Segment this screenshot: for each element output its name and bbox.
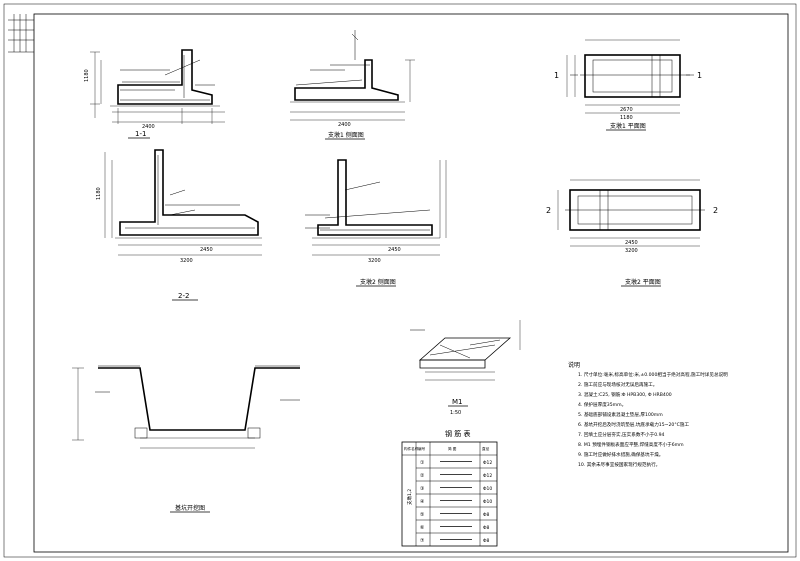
side1-dim-width: 2400 (338, 122, 351, 128)
table-cell-no: ⑤ (420, 512, 424, 518)
notes-heading: 说明 (568, 361, 580, 369)
table-cell-dia: Φ10 (483, 499, 492, 505)
table-header-dia: 直径 (482, 446, 490, 451)
sheet-outer-border (3, 3, 797, 558)
general-notes: 说明 1. 尺寸单位:毫米,标高单位:米,±0.000相当于绝对高程,施工时详见… (568, 361, 728, 468)
table-rows: ① Φ12 ② Φ12 ③ Φ10 ④ Φ10 ⑤ Φ8 ⑥ Φ8 ⑦ Φ8 (416, 460, 497, 544)
plan-view-1: 1 1 2670 1180 支墩1 平面图 (554, 39, 702, 131)
note-item: 5. 基础底部铺设素混凝土垫层,厚100mm (578, 411, 663, 418)
table-cell-no: ③ (420, 486, 424, 492)
table-title: 钢 筋 表 (445, 429, 470, 438)
table-cell-no: ④ (420, 499, 425, 505)
table-cell-dia: Φ12 (483, 473, 492, 479)
side-view-1: 2400 支墩1 侧面图 (290, 30, 415, 140)
sec22-dim-inner: 2450 (200, 247, 213, 253)
m1-scale: 1:50 (450, 410, 461, 416)
m1-embedded-plate-view: M1 1:50 (410, 320, 521, 416)
rebar-schedule-table: 钢 筋 表 构件名称 编号 简 图 直径 支墩1,2 ① Φ12 ② Φ12 ③ Φ10 ④… (401, 429, 498, 547)
side2-dim-total: 3200 (368, 258, 381, 264)
plan2-cut-marker-right: 2 (713, 206, 718, 215)
note-item: 9. 施工时应做好排水措施,确保基坑干燥。 (578, 451, 663, 458)
side1-title: 支墩1 侧面图 (328, 131, 364, 139)
table-cell-dia: Φ8 (483, 525, 490, 531)
note-item: 10. 其余未尽事宜按国家现行规范执行。 (578, 461, 660, 468)
table-header-member: 构件名称 (404, 446, 419, 451)
trench-title: 基坑开挖图 (175, 504, 205, 512)
note-item: 1. 尺寸单位:毫米,标高单位:米,±0.000相当于绝对高程,施工时详见总说明 (578, 371, 728, 378)
note-item: 3. 混凝土:C25, 钢筋:Φ HPB300, Φ HRB400 (578, 391, 672, 398)
sec22-dim-height: 1180 (96, 187, 102, 200)
table-cell-dia: Φ10 (483, 486, 492, 492)
plan2-cut-marker-left: 2 (546, 206, 551, 215)
table-cell-no: ⑥ (420, 525, 425, 531)
table-group-name: 支墩1,2 (406, 489, 413, 505)
binding-strip (8, 14, 34, 53)
note-item: 8. M1 预埋件钢板表面应平整,焊缝高度不小于6mm (578, 441, 684, 448)
note-item: 4. 保护层厚度35mm。 (578, 401, 626, 408)
side2-title: 支墩2 侧面图 (360, 278, 396, 286)
plan2-dim-total: 3200 (625, 248, 638, 254)
side2-dim-inner: 2450 (388, 247, 401, 253)
table-cell-dia: Φ8 (483, 538, 490, 544)
sec11-title: 1-1 (135, 130, 146, 138)
table-cell-no: ① (420, 460, 425, 466)
section-1-1-view: 2400 1180 1-1 (84, 49, 225, 139)
note-item: 2. 施工前应与现场核对无误后再施工。 (578, 381, 657, 388)
trench-excavation-view: 基坑开挖图 (72, 365, 300, 513)
sec11-dim-height: 1180 (84, 69, 90, 82)
plan-view-2: 2 2 2450 3200 支墩2 平面图 (546, 179, 718, 287)
table-cell-no: ② (420, 473, 425, 479)
table-cell-dia: Φ12 (483, 460, 492, 466)
plan2-title: 支墩2 平面图 (625, 278, 661, 286)
plan1-dim-inner: 2670 (620, 107, 633, 113)
plan1-dim-total: 1180 (620, 115, 633, 121)
m1-title: M1 (452, 398, 463, 406)
note-item: 6. 基坑开挖后及时浇筑垫层,坑底承载力15~20°C施工 (578, 421, 689, 428)
table-cell-no: ⑦ (420, 538, 425, 544)
section-2-2-view: 2450 3200 1180 2-2 (96, 149, 262, 301)
table-header-sketch: 简 图 (448, 446, 457, 451)
plan1-cut-marker-left: 1 (554, 71, 559, 80)
table-cell-dia: Φ8 (483, 512, 490, 518)
side-view-2: 2450 3200 支墩2 侧面图 (305, 159, 447, 287)
plan2-dim-inner: 2450 (625, 240, 638, 246)
plan1-cut-marker-right: 1 (697, 71, 702, 80)
note-item: 7. 回填土应分层夯实,压实系数不小于0.94 (578, 431, 665, 438)
plan1-title: 支墩1 平面图 (610, 122, 646, 130)
table-header-no: 编号 (418, 446, 426, 451)
sec22-title: 2-2 (178, 292, 189, 300)
sec22-dim-total: 3200 (180, 258, 193, 264)
sheet-inner-border (33, 13, 789, 553)
sec11-dim-width: 2400 (142, 124, 155, 130)
